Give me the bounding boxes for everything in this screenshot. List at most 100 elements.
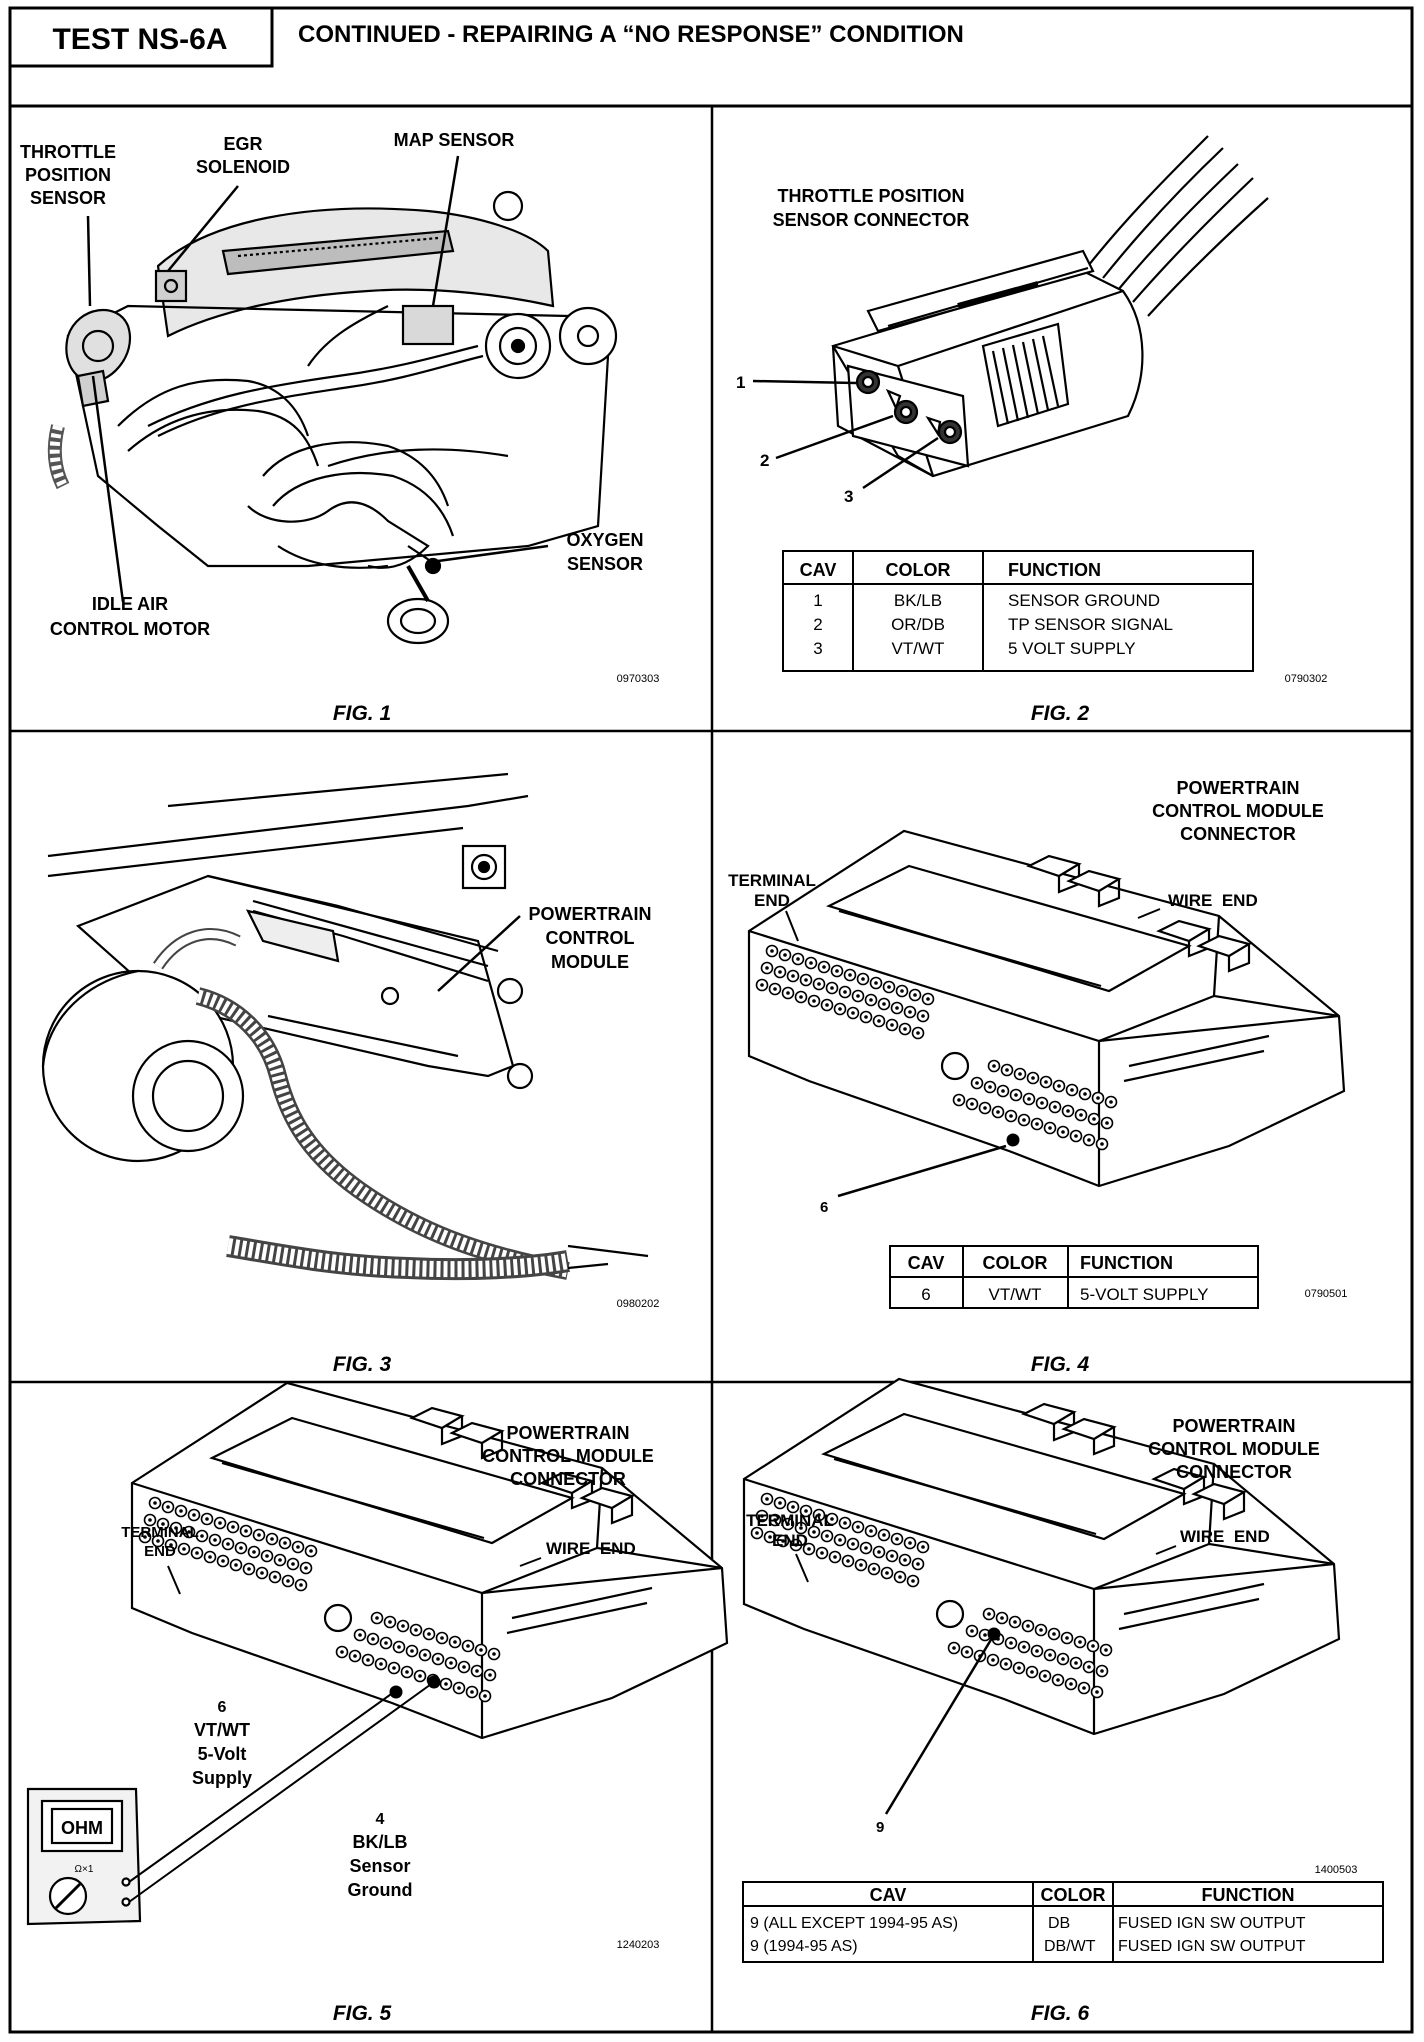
tps-row1-cav: 1 xyxy=(813,591,822,610)
fig4-table-header-function: FUNCTION xyxy=(1080,1253,1173,1273)
fig6-row1-color: DB xyxy=(1048,1915,1070,1932)
fig4-wire-leader xyxy=(1137,908,1161,919)
fig4-title-line2: CONTROL MODULE xyxy=(1152,801,1324,821)
fig6-cav9-callout: 9 xyxy=(876,1819,884,1836)
fig5-wire-end: WIRE END xyxy=(546,1539,636,1558)
tps-table-header-function: FUNCTION xyxy=(1008,560,1101,580)
fig5-cav6-desc2: Supply xyxy=(192,1768,252,1788)
tps-table-header-color: COLOR xyxy=(886,560,951,580)
tps-callout-lines xyxy=(752,379,939,490)
fig5-cav4-number: 4 xyxy=(376,1811,385,1828)
tps-label-line1: THROTTLE xyxy=(20,142,116,162)
fig5-title-line1: POWERTRAIN xyxy=(507,1423,630,1443)
repair-diagram-sheet: TEST NS-6A CONTINUED - REPAIRING A “NO R… xyxy=(8,6,1414,2034)
tps-row2-color: OR/DB xyxy=(891,615,945,634)
fig6-title-line3: CONNECTOR xyxy=(1176,1462,1292,1482)
tps-pinout-table xyxy=(782,550,1254,672)
fig6-table-header-cav: CAV xyxy=(870,1885,907,1905)
tps-row1-function: SENSOR GROUND xyxy=(1008,591,1160,610)
tps-connector-drawing xyxy=(831,135,1269,478)
egr-label-line1: EGR xyxy=(223,134,262,154)
iac-label-line2: CONTROL MOTOR xyxy=(50,619,210,639)
pcm-label-line1: POWERTRAIN xyxy=(529,904,652,924)
fig5-caption: FIG. 5 xyxy=(333,2002,392,2025)
fig4-table-header-color: COLOR xyxy=(983,1253,1048,1273)
fig6-caption: FIG. 6 xyxy=(1031,2002,1090,2025)
fig6-terminal-leader xyxy=(795,1553,809,1583)
fig2-title-line1: THROTTLE POSITION xyxy=(778,186,965,206)
tps-callout-3: 3 xyxy=(844,487,853,506)
fig6-row1-cav: 9 (ALL EXCEPT 1994-95 AS) xyxy=(750,1915,958,1932)
ohmmeter-range: Ω×1 xyxy=(75,1864,94,1875)
test-id: TEST NS-6A xyxy=(52,23,227,56)
fig6-wire-leader xyxy=(1155,1545,1177,1555)
fig4-terminal-end-line2: END xyxy=(754,891,790,910)
page-title: CONTINUED - REPAIRING A “NO RESPONSE” CO… xyxy=(298,21,964,48)
tps-row1-color: BK/LB xyxy=(894,591,942,610)
egr-label-line2: SOLENOID xyxy=(196,157,290,177)
fig5-terminal-end-line2: END xyxy=(144,1543,176,1560)
tps-callout-1: 1 xyxy=(736,373,745,392)
pcm-location-drawing xyxy=(41,772,649,1281)
fig4-row1-function: 5-VOLT SUPPLY xyxy=(1080,1285,1209,1304)
fig3-caption: FIG. 3 xyxy=(333,1353,392,1376)
fig5-cav6-color: VT/WT xyxy=(194,1720,250,1740)
fig4-cav6-highlight xyxy=(1006,1133,1020,1147)
fig4-table-header-cav: CAV xyxy=(908,1253,945,1273)
fig6-code: 1400503 xyxy=(1315,1864,1358,1876)
fig2-caption: FIG. 2 xyxy=(1031,702,1090,725)
fig5-title-line2: CONTROL MODULE xyxy=(482,1446,654,1466)
fig6-terminal-end-line2: END xyxy=(772,1531,808,1550)
fig4-terminal-leader xyxy=(785,910,799,942)
tps-row3-function: 5 VOLT SUPPLY xyxy=(1008,639,1136,658)
fig4-cav6-callout: 6 xyxy=(820,1199,828,1216)
iac-label-line1: IDLE AIR xyxy=(92,594,168,614)
fig5-cav6-desc1: 5-Volt xyxy=(198,1744,247,1764)
fig4-pin-rows xyxy=(755,944,1118,1151)
fig4-caption: FIG. 4 xyxy=(1031,1353,1090,1376)
fig6-title-line1: POWERTRAIN xyxy=(1173,1416,1296,1436)
fig2-title-line2: SENSOR CONNECTOR xyxy=(773,210,970,230)
fig6-cav9-leader xyxy=(884,1637,994,1815)
fig6-row2-color: DB/WT xyxy=(1044,1938,1096,1955)
tps-table-header-cav: CAV xyxy=(800,560,837,580)
fig4-pinout-table xyxy=(889,1245,1259,1309)
pcm-label-line3: MODULE xyxy=(551,952,629,972)
fig6-wire-end: WIRE END xyxy=(1180,1527,1270,1546)
fig6-pcm-connector xyxy=(742,1377,1341,1736)
fig3-code: 0980202 xyxy=(617,1298,660,1310)
fig4-terminal-end-line1: TERMINAL xyxy=(728,871,816,890)
fig5-terminal-end-line1: TERMINAL xyxy=(121,1524,199,1541)
fig5-terminal-leader xyxy=(167,1565,181,1595)
fig4-pcm-connector xyxy=(747,829,1346,1188)
fig4-row1-cav: 6 xyxy=(921,1285,930,1304)
fig5-cav6-number: 6 xyxy=(218,1699,227,1716)
fig4-wire-end: WIRE END xyxy=(1168,891,1258,910)
fig6-pinout-table xyxy=(742,1881,1384,1963)
fig5-cav4-color: BK/LB xyxy=(353,1832,408,1852)
fig6-title-line2: CONTROL MODULE xyxy=(1148,1439,1320,1459)
fig6-row2-function: FUSED IGN SW OUTPUT xyxy=(1118,1938,1306,1955)
fig1-caption: FIG. 1 xyxy=(333,702,391,725)
fig5-title-line3: CONNECTOR xyxy=(510,1469,626,1489)
fig4-row1-color: VT/WT xyxy=(989,1285,1042,1304)
tps-label-line3: SENSOR xyxy=(30,188,106,208)
fig4-title-line3: CONNECTOR xyxy=(1180,824,1296,844)
fig6-row2-cav: 9 (1994-95 AS) xyxy=(750,1938,858,1955)
ohmmeter-test-leads xyxy=(128,1681,435,1903)
tps-label-line2: POSITION xyxy=(25,165,111,185)
fig4-code: 0790501 xyxy=(1305,1288,1348,1300)
tps-row2-cav: 2 xyxy=(813,615,822,634)
ohmmeter xyxy=(26,1787,142,1926)
fig6-terminal-end-line1: TERMINAL xyxy=(746,1511,834,1530)
fig6-table-header-function: FUNCTION xyxy=(1202,1885,1295,1905)
tps-callout-2: 2 xyxy=(760,451,769,470)
fig1-code: 0970303 xyxy=(617,673,660,685)
map-label: MAP SENSOR xyxy=(394,130,515,150)
fig5-cav4-desc1: Sensor xyxy=(349,1856,410,1876)
fig5-wire-leader xyxy=(519,1557,542,1567)
o2-label-line1: OXYGEN xyxy=(566,530,643,550)
fig1-engine-drawing xyxy=(47,190,618,645)
pcm-label-line2: CONTROL xyxy=(546,928,635,948)
fig5-code: 1240203 xyxy=(617,1939,660,1951)
